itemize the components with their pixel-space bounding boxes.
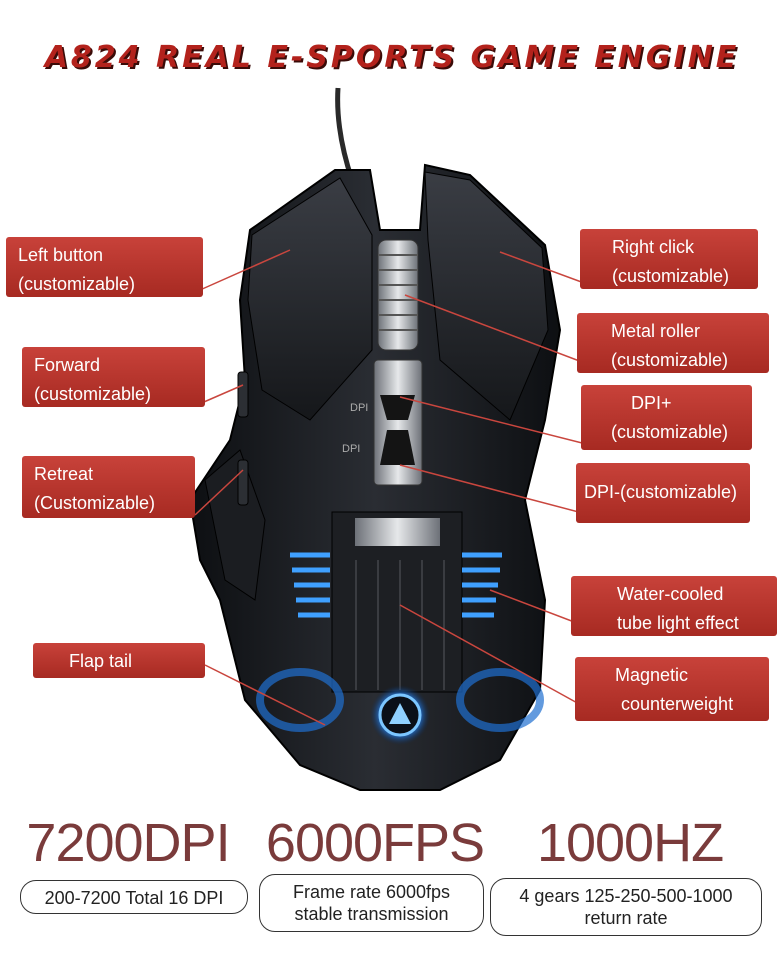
stat-hz-desc-line1: 4 gears 125-250-500-1000 (519, 886, 733, 906)
callout-magnetic: Magnetic counterweight (575, 657, 769, 721)
callout-metal-roller-sub: (customizable) (611, 350, 729, 370)
stat-fps-value: 6000FPS (265, 813, 485, 873)
callout-forward: Forward (customizable) (22, 347, 205, 407)
callout-right-click-title: Right click (612, 237, 695, 257)
stat-fps-desc-line2: stable transmission (294, 904, 449, 924)
callout-left-button-sub: (customizable) (18, 274, 136, 294)
stat-dpi-desc: 200-7200 Total 16 DPI (20, 880, 248, 914)
dpi-down-label: DPI (342, 443, 360, 455)
callout-water-cooled: Water-cooled tube light effect (571, 576, 777, 636)
dpi-up-label: DPI (350, 402, 368, 414)
stat-fps-desc-line1: Frame rate 6000fps (292, 882, 451, 902)
stat-hz-value: 1000HZ (536, 813, 724, 873)
callout-retreat-title: Retreat (34, 464, 94, 484)
stat-hz-desc: 4 gears 125-250-500-1000 return rate (490, 878, 762, 936)
stat-fps-desc: Frame rate 6000fps stable transmission (259, 874, 484, 932)
callout-water-cooled-sub: tube light effect (617, 613, 739, 633)
callout-magnetic-title: Magnetic (615, 665, 689, 685)
stat-hz-desc-line2: return rate (584, 908, 668, 928)
stat-dpi-desc-line: 200-7200 Total 16 DPI (44, 888, 224, 908)
callout-flap-tail: Flap tail (33, 643, 205, 678)
callout-forward-sub: (customizable) (34, 384, 152, 404)
callout-metal-roller: Metal roller (customizable) (577, 313, 769, 373)
callout-retreat-sub: (Customizable) (34, 493, 156, 513)
callout-dpi-minus: DPI-(customizable) (576, 463, 750, 523)
page-title: A824 REAL E-SPORTS GAME ENGINE (44, 40, 740, 75)
callout-dpi-minus-title: DPI-(customizable) (584, 482, 738, 502)
callout-metal-roller-title: Metal roller (611, 321, 701, 341)
callout-dpi-plus-sub: (customizable) (611, 422, 729, 442)
callout-flap-tail-title: Flap tail (69, 651, 133, 671)
stat-dpi-value: 7200DPI (26, 813, 230, 873)
callout-dpi-plus: DPI+ (customizable) (581, 385, 752, 450)
callout-left-button-title: Left button (18, 245, 104, 265)
callout-magnetic-sub: counterweight (621, 694, 734, 714)
callout-left-button: Left button (customizable) (6, 237, 203, 297)
callout-water-cooled-title: Water-cooled (617, 584, 724, 604)
callout-dpi-plus-title: DPI+ (631, 393, 672, 413)
callout-retreat: Retreat (Customizable) (22, 456, 195, 518)
callout-right-click: Right click (customizable) (580, 229, 758, 289)
callout-forward-title: Forward (34, 355, 101, 375)
callout-right-click-sub: (customizable) (612, 266, 730, 286)
